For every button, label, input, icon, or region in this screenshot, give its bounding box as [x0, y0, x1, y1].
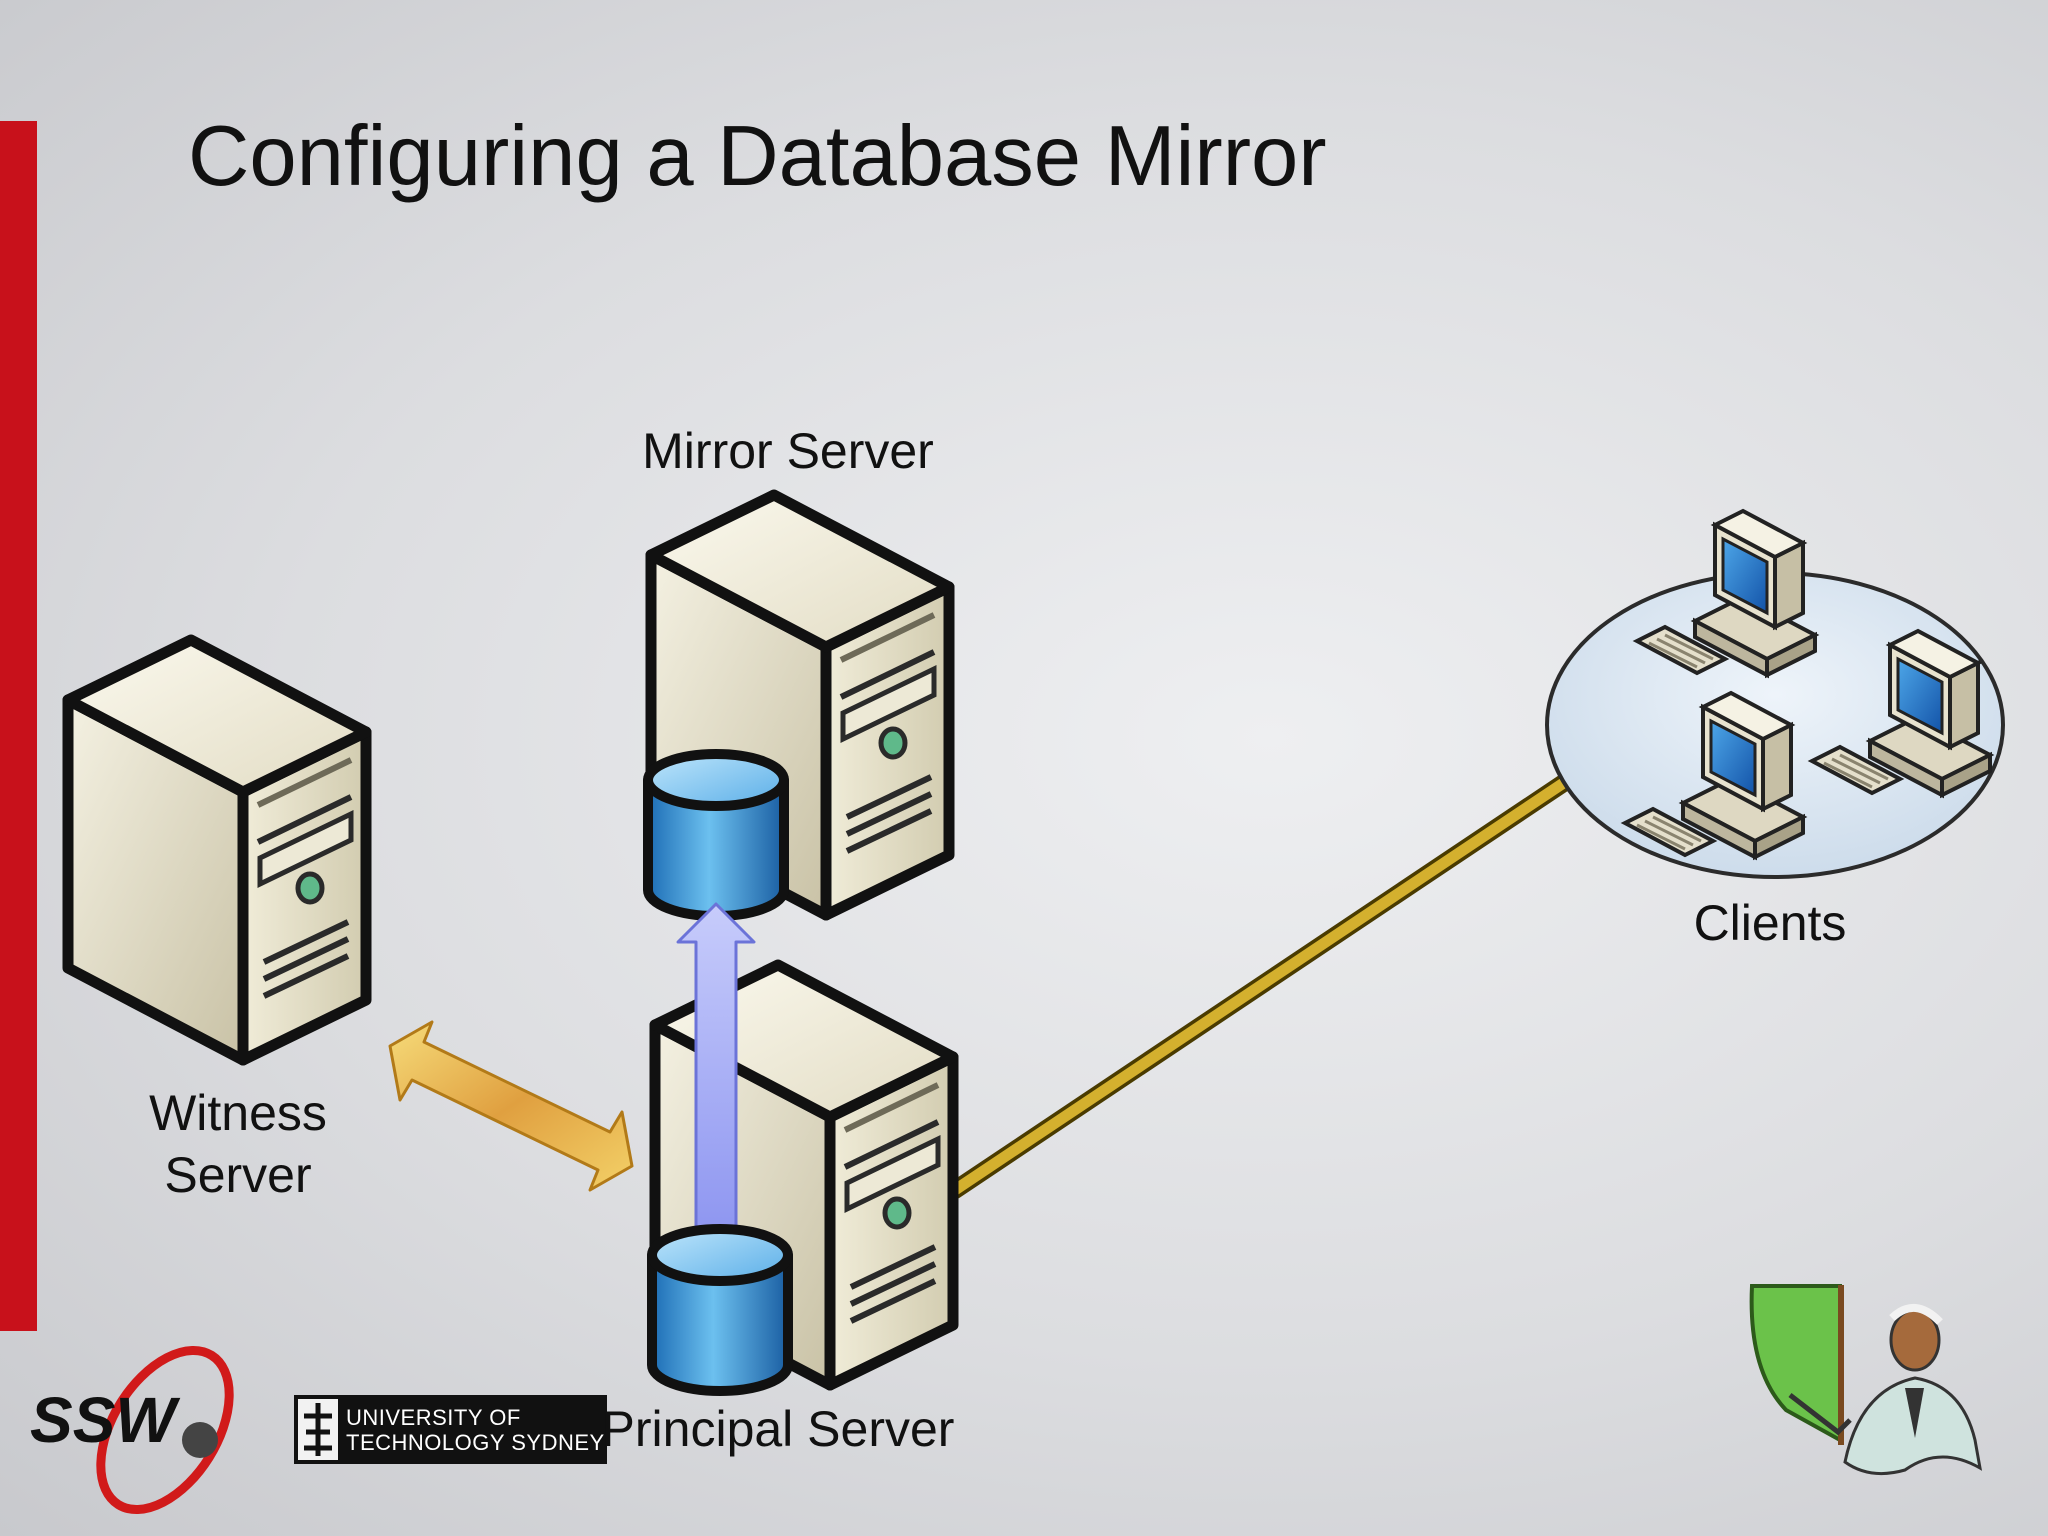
mirror-server-label: Mirror Server — [642, 423, 934, 479]
witness-link-arrow — [388, 1020, 634, 1192]
presenter-clipart-icon — [1749, 1284, 1983, 1476]
client-link — [949, 774, 1574, 1196]
principal-server-label: Principal Server — [601, 1401, 955, 1457]
principal-database-icon — [652, 1229, 788, 1391]
uts-logo — [294, 1395, 607, 1464]
witness-server-label: Witness Server — [149, 1085, 327, 1203]
ssw-logo-text: SSW — [30, 1384, 180, 1456]
accent-bar — [0, 121, 37, 1331]
mirror-database-icon — [648, 754, 784, 916]
clients-label: Clients — [1693, 895, 1847, 951]
witness-server-icon — [68, 640, 366, 1060]
slide-title: Configuring a Database Mirror — [188, 109, 1327, 204]
ssw-logo: SSW — [30, 1345, 234, 1515]
uts-logo-text: UNIVERSITY OF TECHNOLOGY SYDNEY — [346, 1405, 605, 1455]
mirroring-arrow — [676, 902, 756, 1247]
